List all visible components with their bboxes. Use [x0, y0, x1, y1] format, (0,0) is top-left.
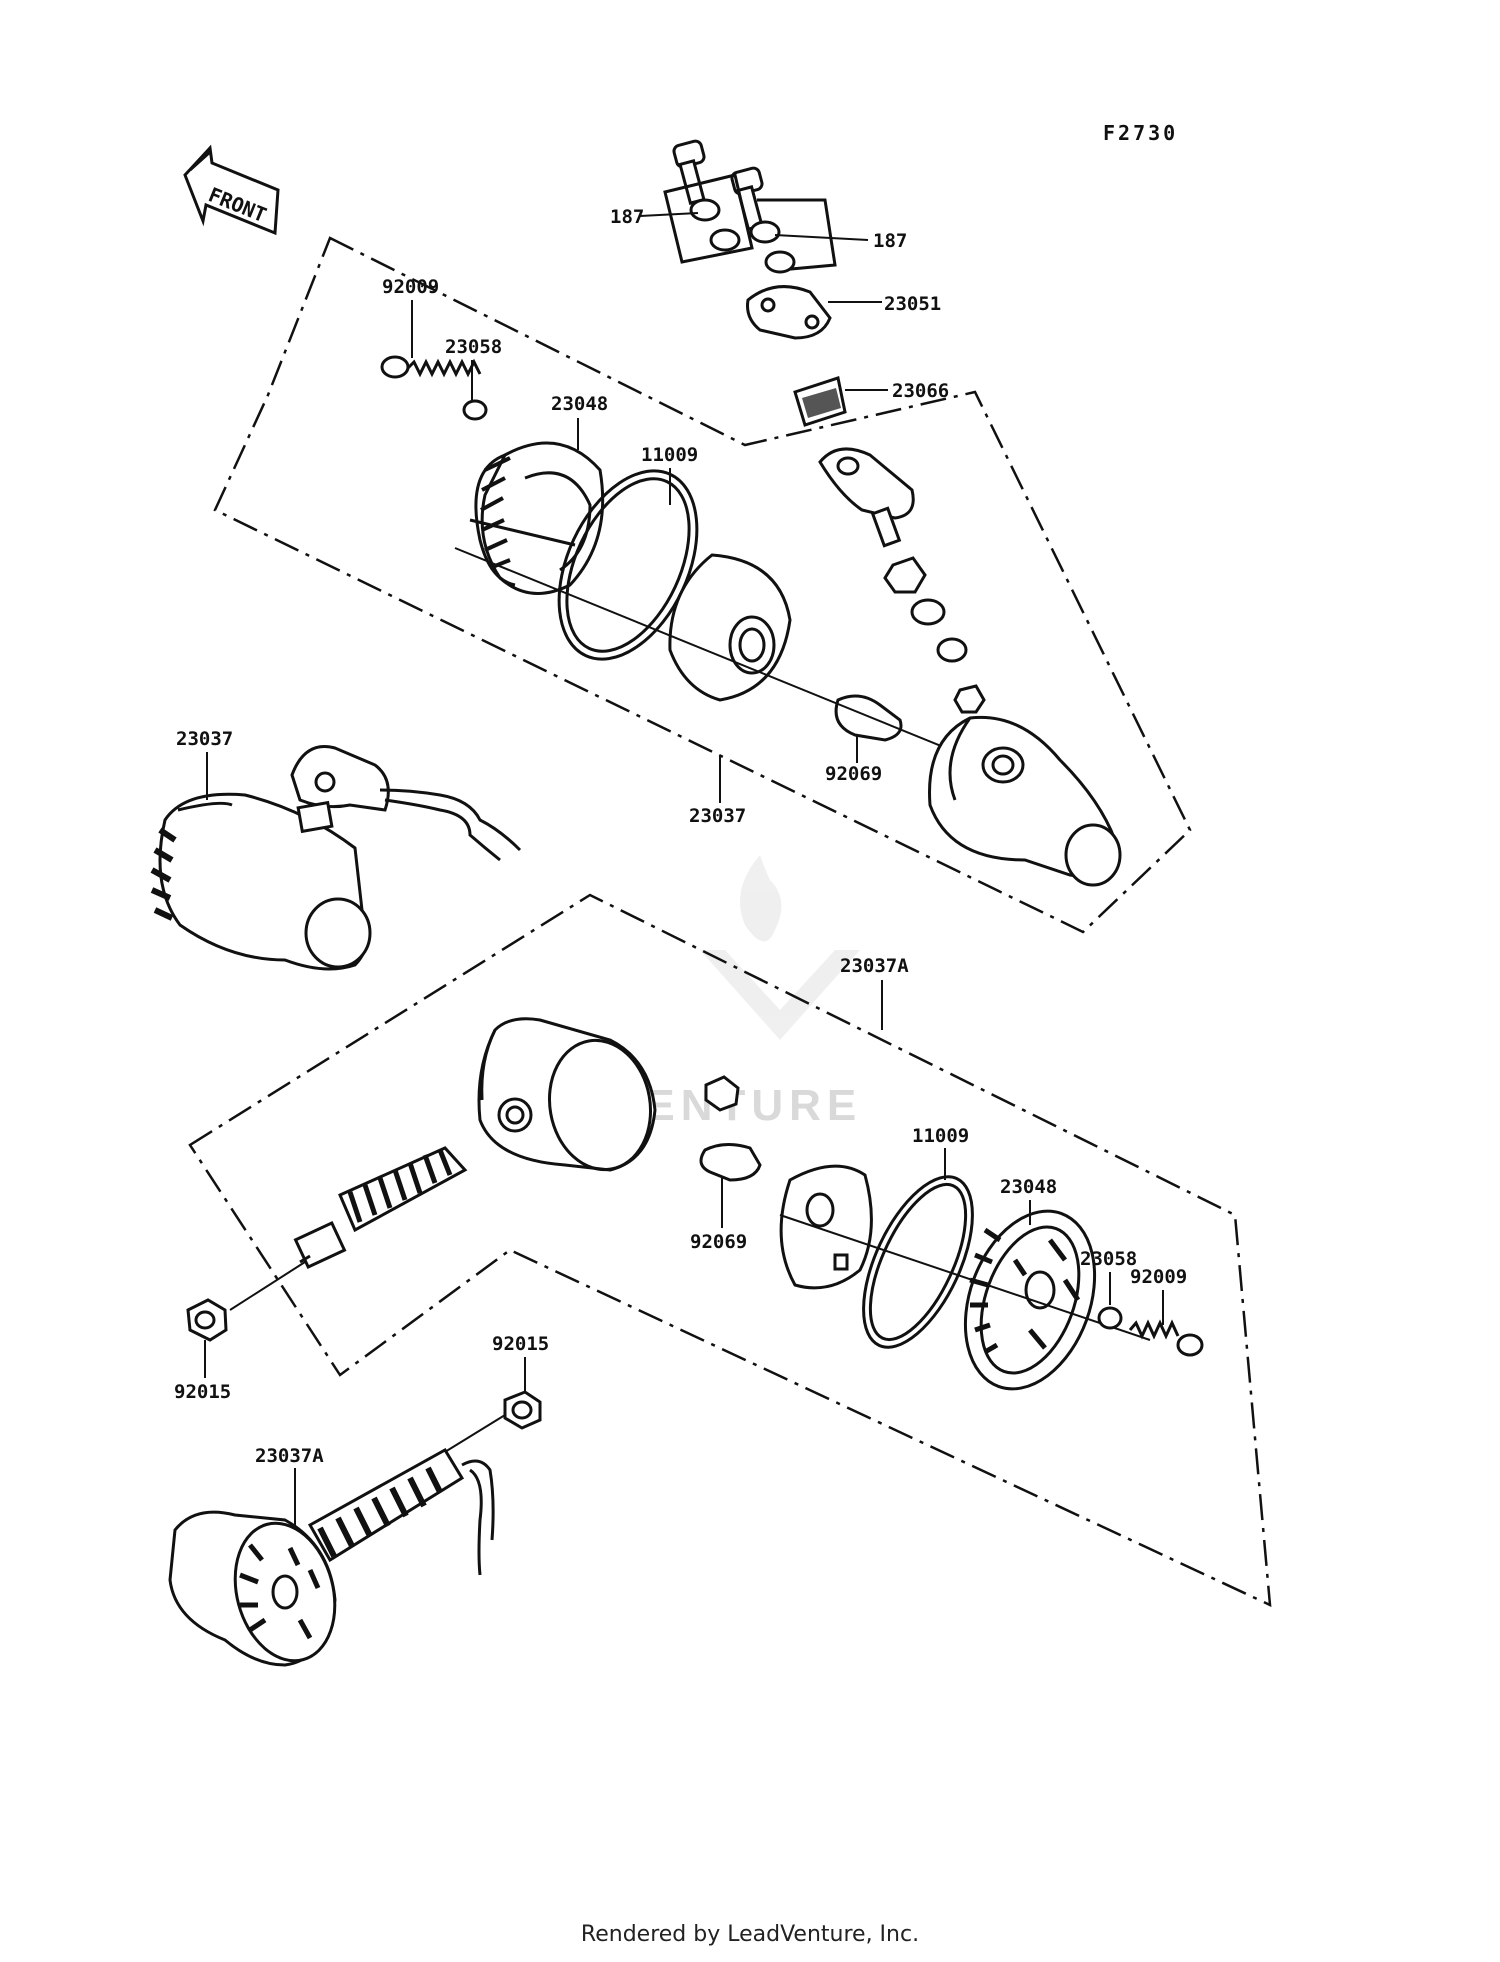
screw-icon [380, 355, 482, 379]
front-arrow-icon: FRONT [183, 144, 280, 236]
gasket-ring-icon [862, 1175, 974, 1349]
bolt-icon [672, 139, 764, 231]
part-label-23058: 23058 [445, 336, 502, 358]
lens-rim-icon [469, 441, 605, 595]
turn-signal-assembly-icon [150, 745, 522, 971]
part-label-92069: 92069 [825, 763, 882, 785]
reflector-plate-icon [779, 1164, 873, 1290]
part-label-23058: 23058 [1080, 1248, 1137, 1270]
part-label-92009: 92009 [382, 276, 439, 298]
part-label-92015: 92015 [174, 1381, 231, 1403]
rubber-block-icon [793, 376, 847, 427]
leader-line [774, 234, 869, 241]
part-label-23037A: 23037A [840, 955, 909, 977]
washer-icon [1097, 1306, 1123, 1330]
assembly-axis [439, 1414, 506, 1456]
bulb-icon [834, 694, 903, 763]
reflector-plate-icon [668, 553, 792, 702]
assembly-axis [454, 547, 1001, 771]
clamp-icon [746, 285, 832, 340]
signal-housing-icon [928, 715, 1122, 887]
leader-line [639, 212, 699, 217]
assembly-axis [779, 1214, 1151, 1341]
part-label-23037: 23037 [176, 728, 233, 750]
bolt-group-bracket [663, 173, 754, 264]
bolt-group-bracket [757, 198, 837, 272]
part-label-92009: 92009 [1130, 1266, 1187, 1288]
washer-icon [462, 399, 488, 421]
part-label-92069: 92069 [690, 1231, 747, 1253]
turn-signal-assembly-icon [168, 1447, 495, 1667]
part-label-23048: 23048 [551, 393, 608, 415]
signal-housing-icon [477, 1017, 657, 1172]
part-label-23037: 23037 [689, 805, 746, 827]
mount-bracket-icon [818, 447, 915, 548]
figure-code: F2730 [1103, 121, 1178, 145]
bulb-icon [699, 1143, 762, 1228]
washer-icon [689, 198, 796, 274]
nut-icon [704, 1075, 740, 1112]
watermark-logo [700, 855, 860, 1040]
upper-assembly-outline [213, 236, 1192, 934]
part-label-23066: 23066 [892, 380, 949, 402]
part-label-23037A: 23037A [255, 1445, 324, 1467]
part-label-11009: 11009 [912, 1125, 969, 1147]
lower-assembly-outline [188, 893, 1272, 1608]
part-label-11009: 11009 [641, 444, 698, 466]
part-label-23051: 23051 [884, 293, 941, 315]
nut-icon [883, 556, 986, 714]
screw-icon [1128, 1319, 1204, 1357]
assembly-axis [229, 1261, 306, 1311]
part-label-23048: 23048 [1000, 1176, 1057, 1198]
nut-icon [503, 1390, 542, 1430]
nut-icon [186, 1298, 228, 1342]
threaded-stud-icon [293, 1146, 468, 1270]
part-label-187: 187 [610, 206, 644, 228]
render-credit: Rendered by LeadVenture, Inc. [580, 1922, 920, 1947]
part-label-92015: 92015 [492, 1333, 549, 1355]
part-label-187: 187 [873, 230, 907, 252]
